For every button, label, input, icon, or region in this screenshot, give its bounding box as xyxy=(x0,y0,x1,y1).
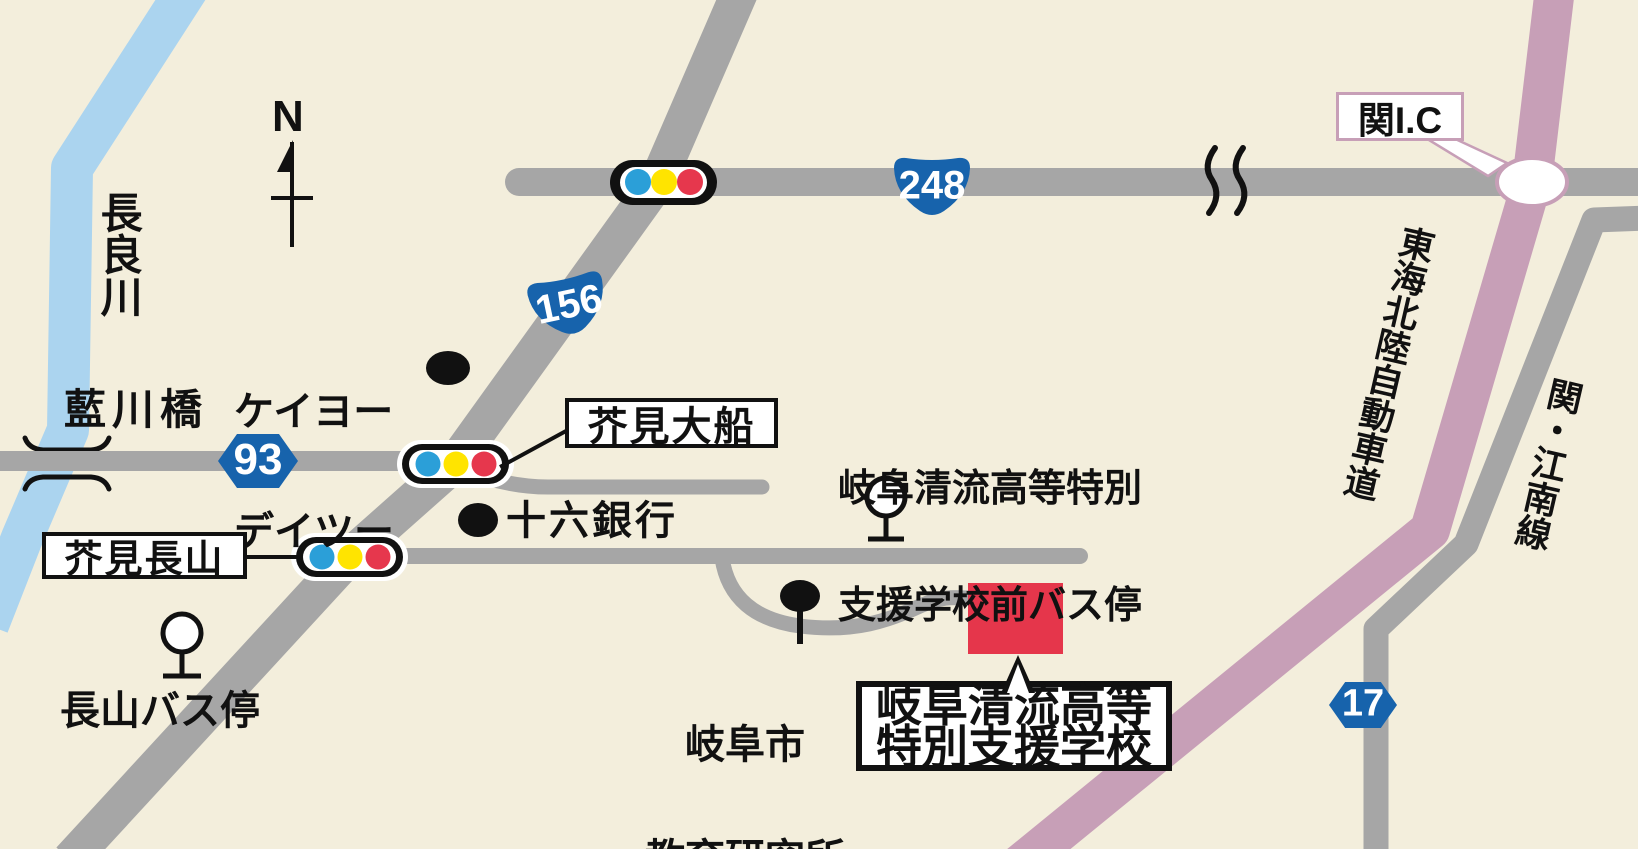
bridge-mark-upper xyxy=(22,435,112,453)
seki-ic-node xyxy=(1495,156,1569,208)
tokai-hokuriku-expressway-shape xyxy=(1007,0,1574,849)
nagara-river-shape xyxy=(0,0,206,633)
nagayama-bus-stop-label: 長山バス停 xyxy=(60,689,260,733)
bus-stop-icon xyxy=(160,611,204,679)
juroku-bank-dot xyxy=(458,503,498,537)
kyoiku-kenkyusho-label: 岐阜市 教育研究所 xyxy=(645,723,845,849)
akutami-nagayama-label: 芥見長山 xyxy=(42,532,247,581)
destination-marker xyxy=(968,583,1063,654)
route93-number: 93 xyxy=(233,435,283,484)
school-front-bus-stop-label: 岐阜清流高等特別 支援学校前バス停 xyxy=(838,468,1143,627)
route93-badge xyxy=(218,434,298,488)
north-arrow-icon xyxy=(271,140,313,247)
kyoiku-kenkyusho-marker xyxy=(780,580,820,644)
traffic-signal-icon xyxy=(291,533,408,581)
akutami-ofune-label: 芥見大船 xyxy=(565,398,778,449)
route17-badge xyxy=(1329,682,1397,728)
road-break-mark xyxy=(1232,145,1248,216)
route248-number: 248 xyxy=(898,163,966,208)
bridge-mark-lower xyxy=(22,474,112,492)
road-break-mark xyxy=(1204,145,1220,216)
route156-badge xyxy=(527,271,603,334)
ofune-label-connector xyxy=(499,429,567,469)
traffic-signal-icon xyxy=(397,440,514,488)
school-access-road xyxy=(714,550,974,636)
keiyo-d2-label: ケイヨー デイツー xyxy=(234,390,394,554)
seki-ic-label: 関I.C xyxy=(1336,92,1464,141)
traffic-signal-icon xyxy=(610,160,717,205)
nagara-river-label: 長良川 xyxy=(95,191,143,317)
compass-north-label: N xyxy=(272,92,304,141)
bus-stop-icon xyxy=(864,475,908,542)
route17-number: 17 xyxy=(1341,682,1385,725)
keiyo-d2-dot xyxy=(426,351,470,385)
route248-badge xyxy=(894,157,970,215)
aikawa-bridge-label: 藍川橋 xyxy=(64,386,209,433)
juroku-bank-label: 十六銀行 xyxy=(506,499,678,543)
destination-label: 岐阜清流高等 特別支援学校 xyxy=(856,655,1172,771)
